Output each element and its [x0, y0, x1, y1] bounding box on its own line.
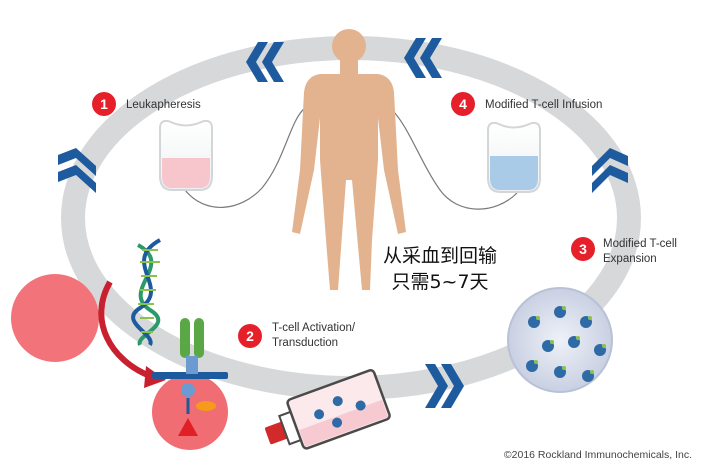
- top-left-chevron-icon: [246, 42, 284, 82]
- step-2-number: 2: [246, 328, 254, 344]
- center-text-line2: 只需5~7天: [391, 271, 488, 293]
- t-cell-with-car: [152, 318, 228, 450]
- bottom-chevron-icon: [425, 364, 464, 408]
- dna-helix-icon: [131, 238, 162, 346]
- center-text-line1: 从采血到回输: [383, 245, 497, 267]
- step-3: 3 Modified T-cell Expansion: [571, 237, 677, 265]
- expansion-dish: [507, 287, 613, 393]
- step-4-label: Modified T-cell Infusion: [485, 99, 602, 111]
- red-cell: [11, 274, 99, 362]
- step-4-badge: [451, 92, 475, 116]
- step-1-badge: [92, 92, 116, 116]
- step-1: 1 Leukapheresis: [92, 92, 201, 116]
- culture-flask-icon: [264, 369, 391, 450]
- left-tube: [184, 107, 306, 208]
- step-4-number: 4: [459, 96, 467, 112]
- right-chevron-icon: [592, 148, 628, 193]
- step-2-label-line2: Transduction: [272, 337, 338, 349]
- human-body-icon: [292, 29, 406, 290]
- step-2-badge: [238, 324, 262, 348]
- top-right-chevron-icon: [404, 38, 442, 78]
- step-3-badge: [571, 237, 595, 261]
- step-3-label-line1: Modified T-cell: [603, 238, 677, 250]
- copyright-text: ©2016 Rockland Immunochemicals, Inc.: [504, 449, 692, 461]
- transduction-arrow: [98, 280, 152, 379]
- step-1-number: 1: [100, 96, 108, 112]
- step-2-label-line1: T-cell Activation/: [272, 322, 356, 334]
- step-1-label: Leukapheresis: [126, 99, 201, 111]
- step-3-number: 3: [579, 241, 587, 257]
- step-4: 4 Modified T-cell Infusion: [451, 92, 602, 116]
- blood-collection-bag: [159, 119, 213, 191]
- infusion-bag: [487, 121, 541, 193]
- right-tube: [393, 111, 518, 210]
- left-chevron-icon: [58, 148, 96, 193]
- step-2: 2 T-cell Activation/ Transduction: [238, 322, 356, 349]
- step-3-label-line2: Expansion: [603, 253, 657, 265]
